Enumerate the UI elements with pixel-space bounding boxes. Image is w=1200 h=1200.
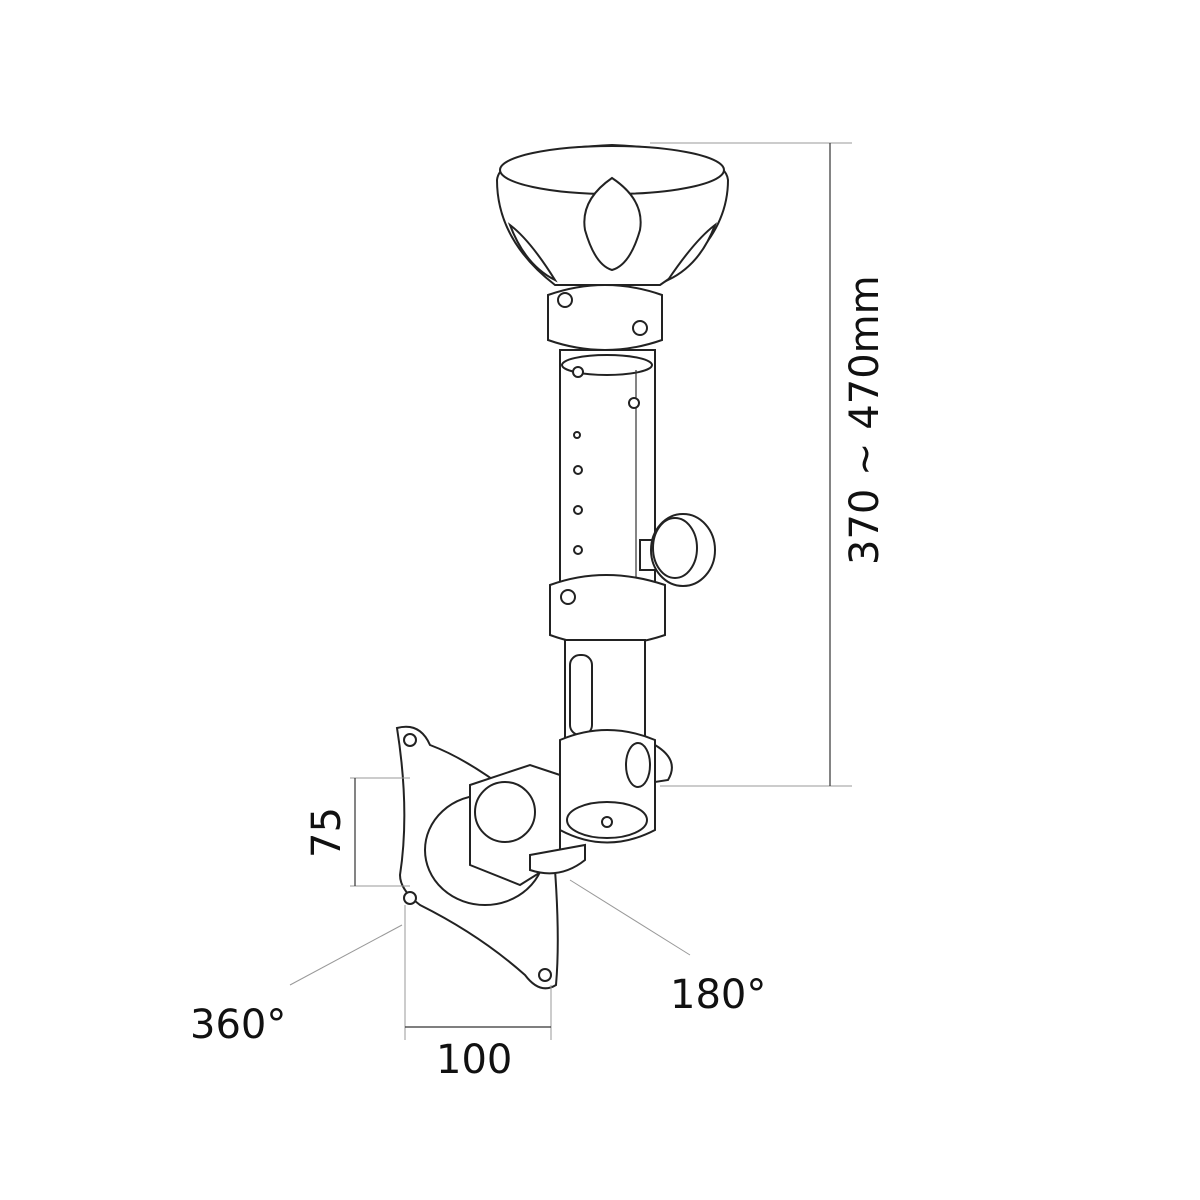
- ceiling-plate: [495, 143, 730, 286]
- lower-tube: [564, 639, 646, 741]
- bottom-cylinder: [559, 729, 673, 844]
- height-dimension: [650, 142, 852, 787]
- tilt-leader: [569, 879, 691, 956]
- height-range-label: 370 ~ 470mm: [842, 275, 888, 565]
- vesa-horizontal-label: 100: [436, 1037, 512, 1083]
- upper-collar: [547, 284, 663, 351]
- lower-collar: [549, 574, 666, 646]
- swivel-label: 360°: [190, 1002, 286, 1048]
- height-adjust-knob: [639, 513, 716, 587]
- vesa-horizontal-dimension: [404, 905, 552, 1040]
- vesa-vertical-dimension: [350, 777, 410, 887]
- swivel-leader: [289, 924, 403, 986]
- tilt-label: 180°: [670, 972, 766, 1018]
- vesa-vertical-label: 75: [304, 807, 350, 858]
- tilt-joint: [469, 763, 586, 887]
